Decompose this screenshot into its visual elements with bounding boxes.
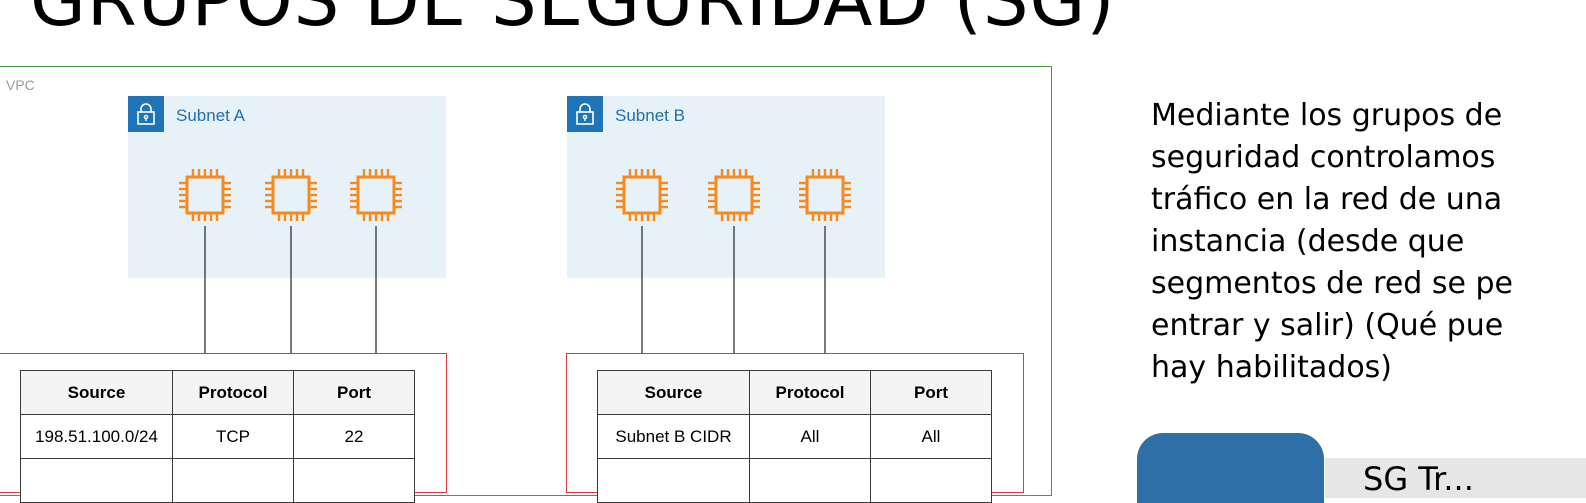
bottom-info-box: SG Tr... (1325, 458, 1586, 498)
ec2-instance-icon (611, 164, 673, 226)
table-cell (172, 458, 294, 503)
table-header-row: Source Protocol Port (597, 370, 992, 415)
ec2-instance-icon (260, 164, 322, 226)
column-header: Source (20, 370, 173, 415)
column-header: Protocol (749, 370, 871, 415)
rules-table-a: Source Protocol Port 198.51.100.0/24 TCP… (20, 370, 415, 503)
table-cell (293, 458, 415, 503)
table-row: Subnet B CIDR All All (597, 414, 992, 459)
table-header-row: Source Protocol Port (20, 370, 415, 415)
blue-tab-shape (1137, 433, 1324, 503)
table-row (597, 458, 992, 503)
column-header: Port (293, 370, 415, 415)
subnet-a-label: Subnet A (176, 106, 246, 125)
ec2-instance-icon (174, 164, 236, 226)
table-cell: Subnet B CIDR (597, 414, 750, 459)
ec2-instance-icon (794, 164, 856, 226)
ec2-instance-icon (345, 164, 407, 226)
table-cell: All (870, 414, 992, 459)
table-cell: 198.51.100.0/24 (20, 414, 173, 459)
column-header: Port (870, 370, 992, 415)
table-cell: 22 (293, 414, 415, 459)
table-cell (870, 458, 992, 503)
table-cell (20, 458, 173, 503)
table-cell (749, 458, 871, 503)
ec2-instance-icon (703, 164, 765, 226)
table-cell (597, 458, 750, 503)
slide-description: Mediante los grupos de seguridad control… (1151, 98, 1513, 385)
column-header: Protocol (172, 370, 294, 415)
slide-title: GRUPOS DE SEGURIDAD (SG) (30, 0, 1116, 42)
padlock-icon (128, 96, 164, 132)
table-row: 198.51.100.0/24 TCP 22 (20, 414, 415, 459)
table-cell: All (749, 414, 871, 459)
column-header: Source (597, 370, 750, 415)
vpc-label: VPC (6, 77, 35, 93)
subnet-b: Subnet B (567, 96, 885, 278)
table-cell: TCP (172, 414, 294, 459)
bottom-box-text: SG Tr... (1363, 460, 1474, 498)
subnet-b-label: Subnet B (615, 106, 685, 125)
padlock-icon (567, 96, 603, 132)
rules-table-b: Source Protocol Port Subnet B CIDR All A… (597, 370, 992, 503)
table-row (20, 458, 415, 503)
